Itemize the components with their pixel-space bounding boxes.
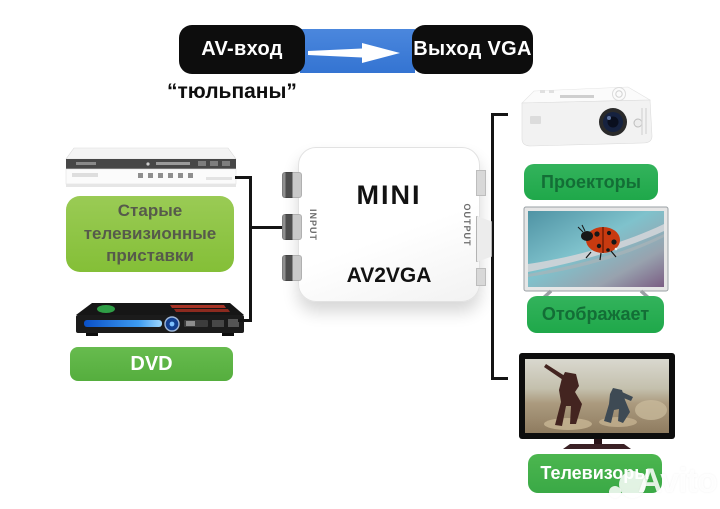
projector-label: Проекторы <box>524 164 658 200</box>
connector-line-dvd <box>238 319 252 322</box>
dvd-label: DVD <box>70 347 233 381</box>
monitor-label: Отображает <box>527 296 664 333</box>
av-input-box: AV-вход <box>179 25 305 74</box>
av2vga-converter: MINI AV2VGA INPUT OUTPUT <box>282 147 492 302</box>
projector-image <box>521 86 653 147</box>
side-tab-icon <box>476 268 486 286</box>
avito-watermark: Avito <box>638 462 718 500</box>
converter-model: AV2VGA <box>346 264 432 287</box>
connector-line-projector <box>491 113 508 116</box>
input-port-label: INPUT <box>308 208 318 241</box>
rca-connector-icon <box>282 214 302 240</box>
connector-line-tv <box>491 377 508 380</box>
rca-connector-icon <box>282 172 302 198</box>
tulips-note: “тюльпаны” <box>167 80 297 103</box>
dvd-player-image <box>76 303 244 336</box>
settop-box-image <box>65 147 237 187</box>
connector-line-settop <box>235 176 250 179</box>
connector-line-left-vertical <box>249 176 252 322</box>
tv-image <box>519 353 675 449</box>
connector-line-right-vertical <box>491 113 494 380</box>
connector-line-to-input <box>250 226 282 229</box>
rca-connector-icon <box>282 255 302 281</box>
right-arrow-icon <box>308 43 400 63</box>
vga-output-box: Выход VGA <box>412 25 533 74</box>
settop-label: Старые телевизионные приставки <box>66 196 234 272</box>
converter-brand: MINI <box>356 180 422 210</box>
vga-output-label: Выход VGA <box>413 38 532 60</box>
av-input-label: AV-вход <box>201 38 283 60</box>
side-tab-icon <box>476 170 486 196</box>
monitor-image <box>523 206 669 302</box>
avito-logo-icon <box>609 486 621 498</box>
vga-port-icon <box>476 216 492 262</box>
output-port-label: OUTPUT <box>462 203 472 246</box>
avito-logo-icon <box>619 471 646 498</box>
